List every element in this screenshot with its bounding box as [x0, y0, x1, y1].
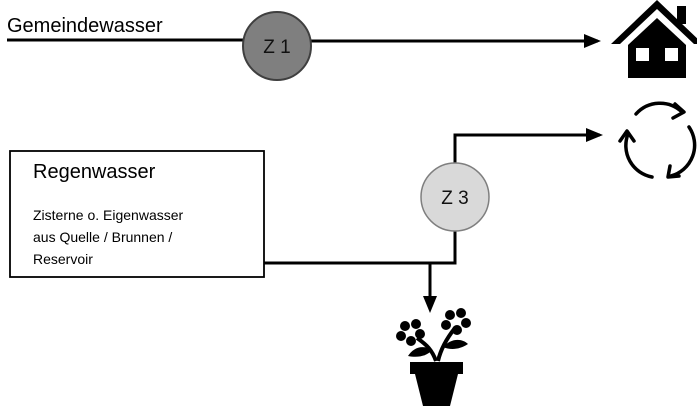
- meter-z3-circle: [420, 162, 490, 232]
- meter-z3-label: Z 3: [441, 188, 468, 209]
- meter-z1-label: Z 1: [263, 37, 290, 58]
- house-icon: [611, 0, 697, 78]
- meter-z3: Z 3: [420, 162, 490, 232]
- plant-arrowhead: [423, 296, 437, 313]
- rainwater-title: Regenwasser: [33, 161, 156, 183]
- rainwater-pipes: [264, 128, 603, 313]
- rainwater-box-frame: [9, 150, 265, 278]
- flower-pot-icon: [396, 308, 471, 406]
- municipal-arrowhead: [584, 34, 601, 48]
- meter-z1: Z 1: [242, 11, 312, 81]
- pipe-to-cycle: [453, 133, 600, 168]
- municipal-water-label: Gemeindewasser: [7, 15, 163, 37]
- municipal-supply: Gemeindewasser: [7, 15, 601, 48]
- rainwater-line-1: Zisterne o. Eigenwasser: [33, 207, 184, 223]
- cycle-arrowhead: [586, 128, 603, 142]
- rainwater-box: Regenwasser Zisterne o. Eigenwasser aus …: [9, 150, 265, 278]
- rainwater-line-3: Reservoir: [33, 251, 93, 267]
- cycle-arrows-icon: [618, 101, 697, 179]
- pipe-to-meter-z3: [264, 225, 457, 265]
- meter-z1-circle: [242, 11, 312, 81]
- rainwater-line-2: aus Quelle / Brunnen /: [33, 229, 172, 245]
